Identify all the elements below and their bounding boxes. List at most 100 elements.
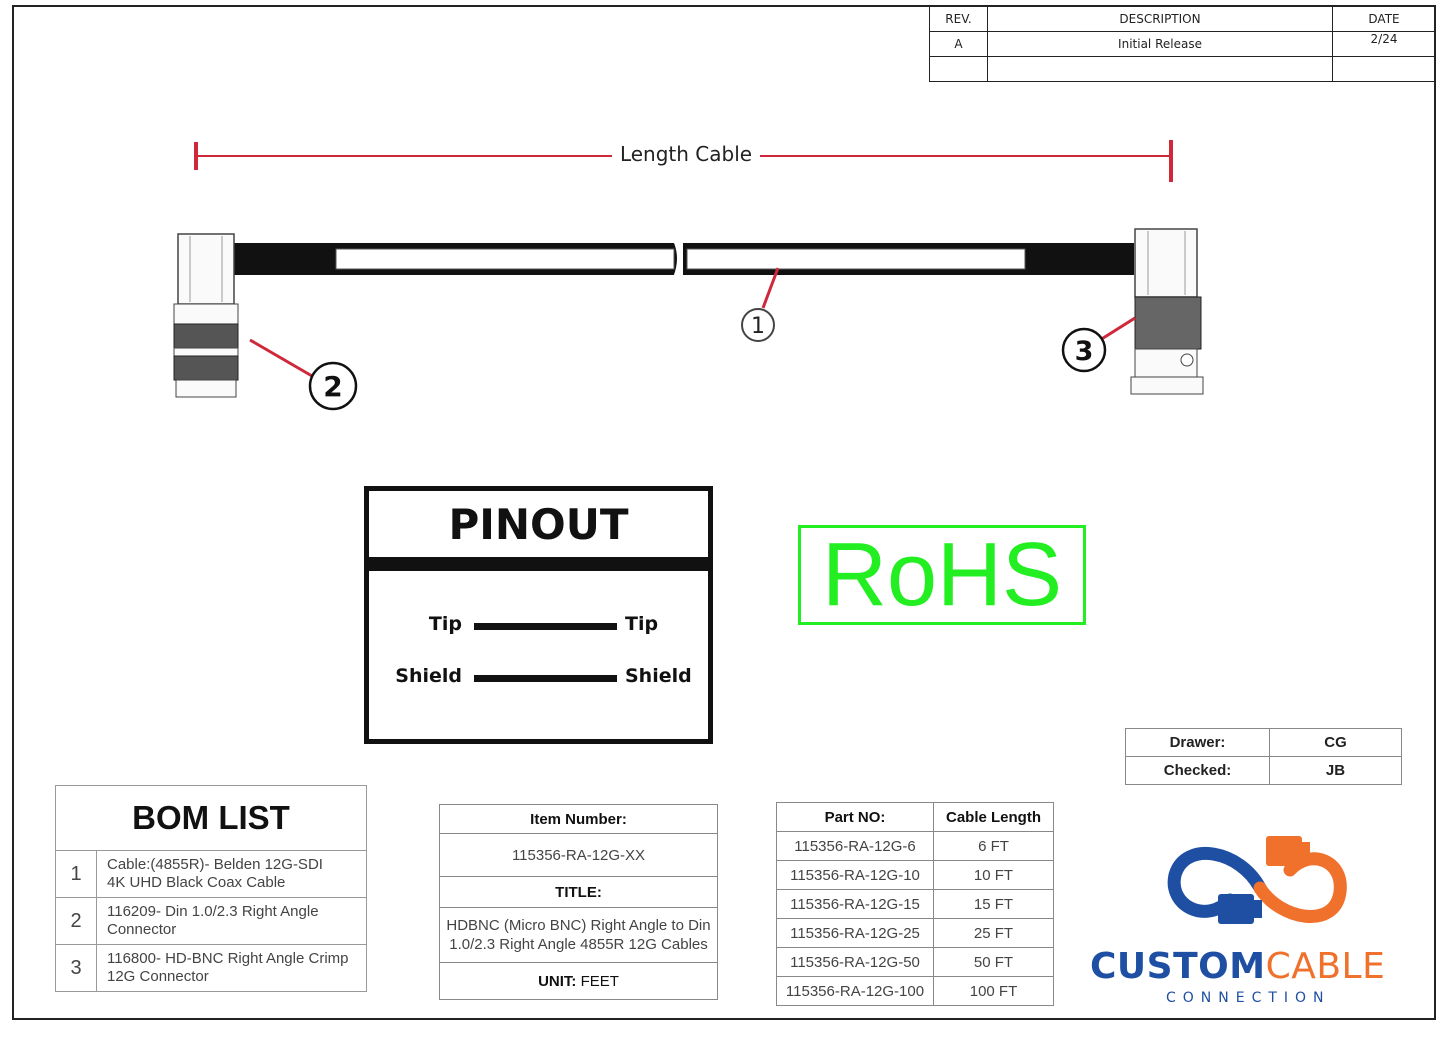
item-info-row: Item Number: [439,804,718,834]
part-no: 115356-RA-12G-25 [776,918,934,948]
description-header: DESCRIPTION [987,6,1333,32]
title-label: TITLE: [439,876,718,908]
approval-table: Drawer: CG Checked: JB [1125,728,1402,785]
parts-header-row: Part NO: Cable Length [776,802,1054,832]
callout-2-label: 2 [323,370,342,403]
hdbnc-knurl [1134,296,1202,350]
cable-length: 100 FT [933,976,1054,1006]
bom-item-description: 116800- HD-BNC Right Angle Crimp 12G Con… [96,944,367,992]
unit-label: UNIT: [538,972,577,990]
cable-length: 10 FT [933,860,1054,890]
callout-1-leader [761,267,780,309]
bom-table: BOM LIST 1 Cable:(4855R)- Belden 12G-SDI… [55,785,367,992]
title-line: 1.0/2.3 Right Angle 4855R 12G Cables [449,936,708,953]
rev-empty [929,56,988,82]
din-tip [175,379,237,398]
din-body [177,233,235,305]
hdbnc-body [1134,228,1198,298]
bom-item-line: 116209- Din 1.0/2.3 Right Angle [107,903,319,920]
part-no: 115356-RA-12G-15 [776,889,934,919]
pinout-box: PINOUT Tip Tip Shield Shield [364,486,713,744]
cable-right-highlight [686,248,1026,270]
logo-word-cable: CABLE [1265,946,1386,987]
logo-blue-loop [1167,846,1267,918]
bom-row: 1 Cable:(4855R)- Belden 12G-SDI 4K UHD B… [55,850,367,898]
item-number-value: 115356-RA-12G-XX [439,833,718,877]
callout-1: 1 [741,267,780,342]
din-connector [173,233,239,398]
pinout-right-label: Shield [625,665,692,687]
callout-1-label: 1 [751,314,765,339]
callout-1-circle [741,308,775,342]
approval-row: Checked: JB [1125,756,1402,785]
bom-item-number: 1 [55,850,97,898]
item-number-label: Item Number: [439,804,718,834]
callout-3: 3 [1061,316,1136,373]
logo-wordmark: CUSTOMCABLE [1090,946,1430,987]
pinout-left-label: Shield [395,665,462,687]
revision-header-row: REV. DESCRIPTION DATE [929,6,1436,32]
bom-item-line: 4K UHD Black Coax Cable [107,874,286,891]
bom-item-line: Connector [107,921,177,938]
logo-blue-plug [1218,894,1254,924]
pinout-right-label: Tip [625,613,659,635]
title-line: HDBNC (Micro BNC) Right Angle to Din [446,917,711,934]
item-info-row: HDBNC (Micro BNC) Right Angle to Din 1.0… [439,907,718,963]
bom-item-line: Cable:(4855R)- Belden 12G-SDI [107,856,323,873]
part-no: 115356-RA-12G-50 [776,947,934,977]
pinout-row-shield: Shield Shield [369,663,708,693]
callout-3-leader [1099,316,1136,342]
pinout-title: PINOUT [369,491,708,571]
bom-row: 3 116800- HD-BNC Right Angle Crimp 12G C… [55,944,367,992]
logo-orange-plug [1266,836,1302,866]
date-empty [1332,56,1436,82]
item-info-table: Item Number: 115356-RA-12G-XX TITLE: HDB… [439,804,718,1000]
checked-value: JB [1269,756,1402,785]
din-knurl-bottom [173,355,239,381]
cable-length: 15 FT [933,889,1054,919]
bom-item-number: 2 [55,897,97,945]
cable-length: 25 FT [933,918,1054,948]
logo-subtitle: CONNECTION [1166,990,1331,1006]
pinout-wire [474,675,617,682]
cable-break [673,238,683,280]
item-info-row: 115356-RA-12G-XX [439,833,718,877]
part-no: 115356-RA-12G-10 [776,860,934,890]
date-header: DATE [1332,6,1436,32]
title-value: HDBNC (Micro BNC) Right Angle to Din 1.0… [439,907,718,963]
callout-2-circle [308,361,358,411]
part-no: 115356-RA-12G-6 [776,831,934,861]
callout-3-label: 3 [1075,336,1094,367]
cable-length: 6 FT [933,831,1054,861]
rohs-badge: RoHS [798,525,1086,625]
length-cable-label: Length Cable [620,142,752,166]
logo-orange-loop [1253,852,1347,923]
cable-length: 50 FT [933,947,1054,977]
logo-blue-plug-pin [1254,900,1262,918]
part-no-header: Part NO: [776,802,934,832]
callout-2-leader [249,338,313,378]
cable-drawing: Length Cable 1 2 [173,140,1204,411]
pinout-row-tip: Tip Tip [369,611,708,641]
unit-value: FEET [580,972,619,990]
hdbnc-base [1130,376,1204,395]
part-no: 115356-RA-12G-100 [776,976,934,1006]
bom-title-row: BOM LIST [55,785,367,851]
item-info-row: UNIT: FEET [439,962,718,1000]
logo-word-custom: CUSTOM [1090,946,1266,987]
pinout-left-label: Tip [428,613,462,635]
date-value: 2/24 [1332,31,1436,57]
checked-label: Checked: [1125,756,1270,785]
bom-item-line: 12G Connector [107,968,209,985]
pinout-wire [474,623,617,630]
cable [232,238,1134,280]
company-logo: CUSTOMCABLE CONNECTION [1090,830,1430,1010]
din-ring [173,347,239,357]
bom-item-number: 3 [55,944,97,992]
